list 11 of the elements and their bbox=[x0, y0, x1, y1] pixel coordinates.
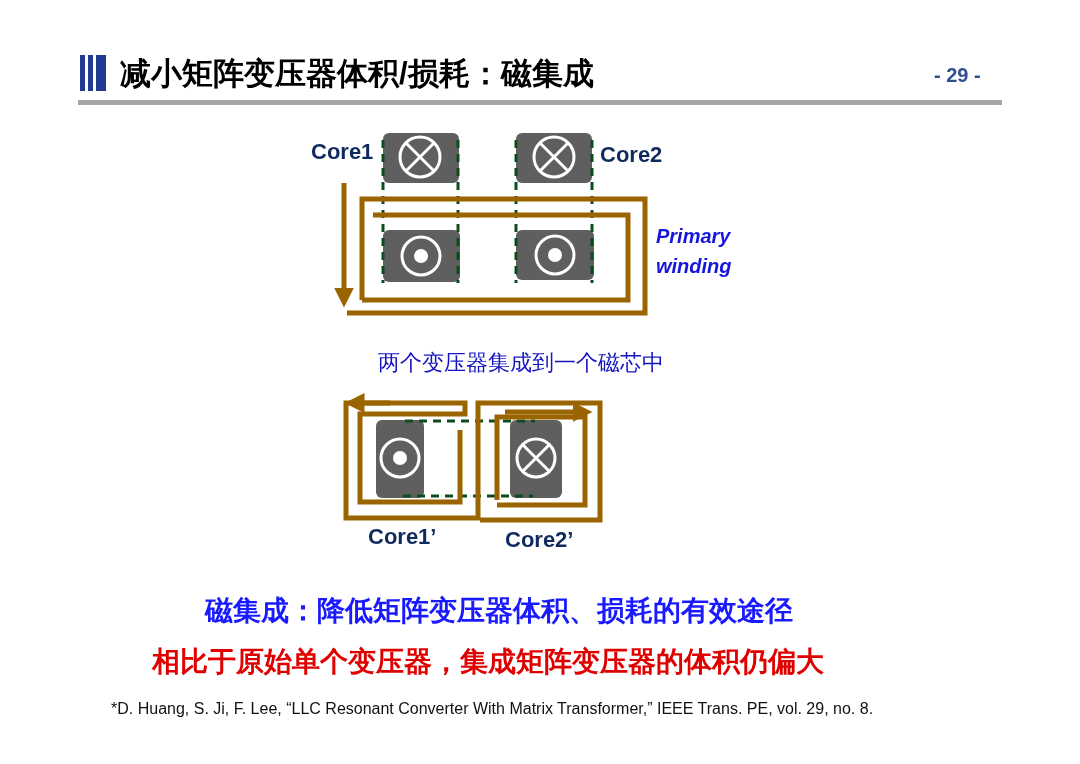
caption-text: 两个变压器集成到一个磁芯中 bbox=[378, 350, 664, 376]
slide-title: 减小矩阵变压器体积/损耗：磁集成 bbox=[120, 56, 594, 92]
core-label: Core2 bbox=[600, 142, 663, 168]
core-label: Core1 bbox=[311, 139, 374, 165]
core-label: Core2’ bbox=[505, 527, 574, 553]
core-label: Core1’ bbox=[368, 524, 437, 550]
conclusion-text: 磁集成：降低矩阵变压器体积、损耗的有效途径 bbox=[205, 595, 793, 628]
winding-label: Primary winding bbox=[656, 224, 733, 279]
reference-text: *D. Huang, S. Ji, F. Lee, “LLC Resonant Converter With Matrix Transformer,” IEEE Trans. PE, vol. 29, no. 8. bbox=[111, 700, 874, 719]
page-number: - 29 - bbox=[934, 64, 981, 87]
conclusion-text: 相比于原始单个变压器，集成矩阵变压器的体积仍偏大 bbox=[152, 646, 824, 679]
